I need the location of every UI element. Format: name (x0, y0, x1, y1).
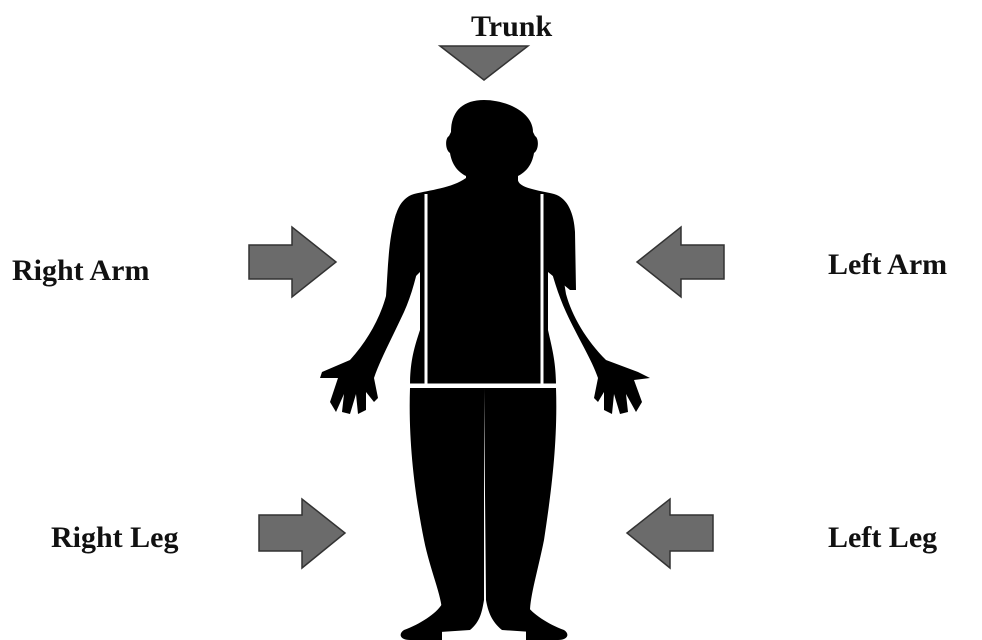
legs-right-side (484, 388, 556, 632)
torso (392, 178, 576, 386)
left-arm-arrow (637, 227, 724, 297)
body-silhouette (320, 100, 650, 640)
head (446, 100, 538, 186)
right-arm-label: Right Arm (12, 256, 150, 286)
left-leg-label: Left Leg (828, 523, 937, 553)
legs (410, 388, 484, 632)
trunk-arrow (440, 46, 528, 80)
right-arm (320, 214, 424, 414)
right-arm-arrow (249, 227, 336, 297)
left-arm-label: Left Arm (828, 250, 947, 280)
right-leg-arrow (259, 499, 345, 568)
right-leg-label: Right Leg (51, 523, 179, 553)
left-leg-arrow (627, 499, 713, 568)
trunk-label: Trunk (471, 12, 552, 42)
feet (401, 604, 568, 640)
